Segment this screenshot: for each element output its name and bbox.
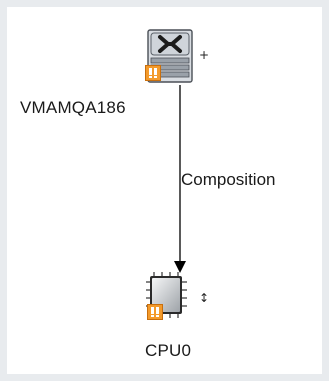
edge-label: Composition — [181, 170, 276, 189]
composition-edge[interactable] — [7, 7, 329, 388]
cpu-node-label: CPU0 — [145, 341, 192, 360]
cpu-node[interactable]: ↕ — [144, 270, 209, 332]
vm-node[interactable]: + — [144, 27, 209, 89]
warning-badge-icon — [147, 304, 163, 320]
warning-badge-icon — [145, 65, 161, 81]
expand-icon[interactable]: + — [199, 48, 210, 62]
vm-node-label: VMAMQA186 — [20, 98, 126, 117]
expand-collapse-icon[interactable]: ↕ — [199, 291, 210, 305]
